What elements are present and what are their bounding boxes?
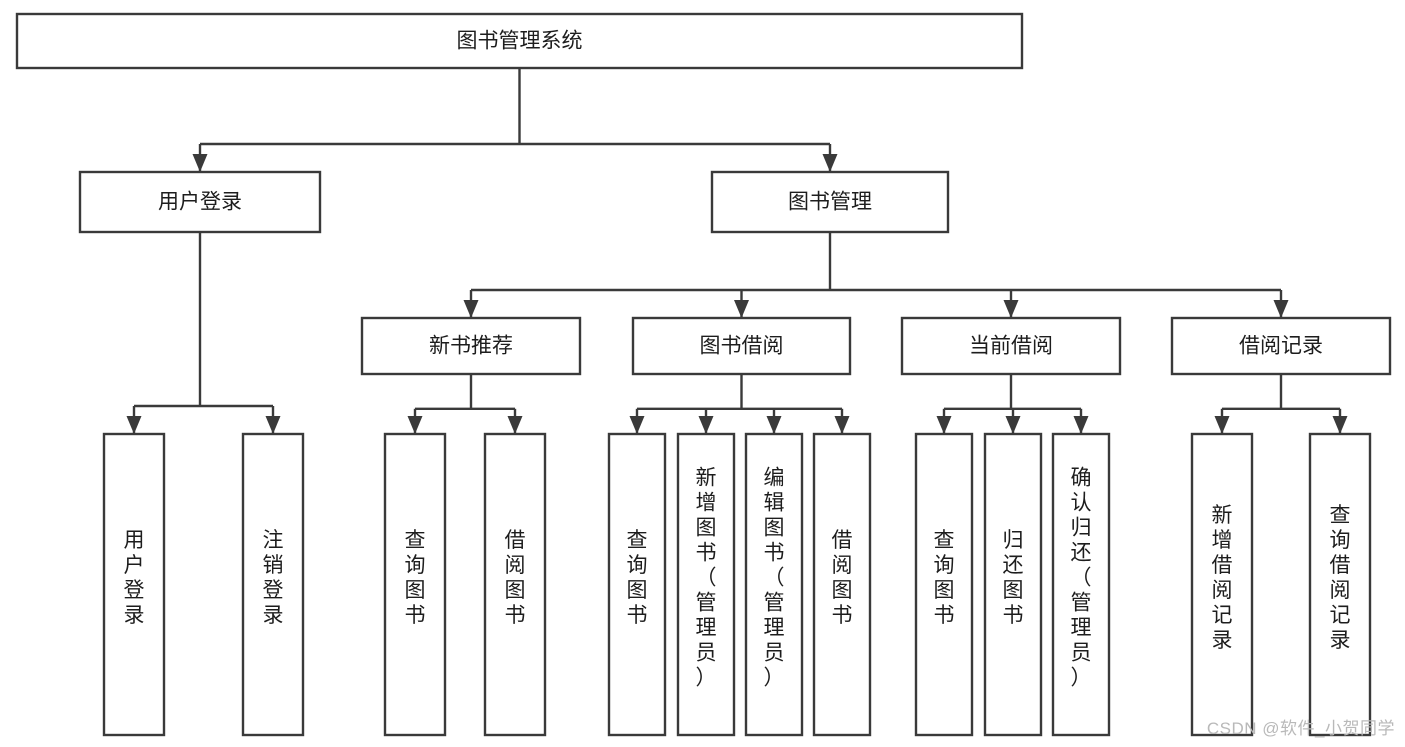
node-box-leaf-query-book-borrow (607, 432, 667, 737)
arrow-head (126, 416, 142, 434)
arrow-head (698, 416, 714, 434)
node-label-leaf-add-book-admin: 新增图书（管理员） (696, 467, 717, 690)
arrow-head (1003, 300, 1019, 318)
arrow-head (629, 416, 645, 434)
edge-group-current-borrow (936, 374, 1089, 434)
arrow-head (766, 416, 782, 434)
node-leaf-return-book[interactable]: 归还图书 (983, 432, 1043, 737)
edge-group-root (192, 68, 838, 172)
arrow-head (1005, 416, 1021, 434)
node-root[interactable]: 图书管理系统 (15, 12, 1024, 70)
node-box-leaf-user-login (102, 432, 166, 737)
node-label-book-borrow: 图书借阅 (700, 335, 784, 358)
node-box-leaf-borrow-book-rec (483, 432, 547, 737)
arrow-head (936, 416, 952, 434)
node-box-leaf-logout-login (241, 432, 305, 737)
edge-group-book-borrow (629, 374, 850, 434)
node-label-leaf-borrow-book-rec: 借阅图书 (505, 529, 526, 627)
node-label-leaf-query-book-borrow: 查询图书 (627, 529, 648, 627)
node-label-current-borrow: 当前借阅 (969, 335, 1053, 358)
node-borrow-record[interactable]: 借阅记录 (1170, 316, 1392, 376)
node-label-leaf-logout-login: 注销登录 (263, 529, 284, 627)
node-box-book-borrow (631, 316, 852, 376)
edge-group-book-management (463, 232, 1289, 318)
arrow-head (822, 154, 838, 172)
arrow-head (1214, 416, 1230, 434)
node-current-borrow[interactable]: 当前借阅 (900, 316, 1122, 376)
node-leaf-user-login[interactable]: 用户登录 (102, 432, 166, 737)
node-label-leaf-edit-book-admin: 编辑图书（管理员） (764, 467, 785, 690)
node-label-root: 图书管理系统 (457, 30, 583, 53)
node-leaf-borrow-book-rec[interactable]: 借阅图书 (483, 432, 547, 737)
node-label-borrow-record: 借阅记录 (1239, 335, 1323, 358)
node-book-borrow[interactable]: 图书借阅 (631, 316, 852, 376)
node-user-login[interactable]: 用户登录 (78, 170, 322, 234)
node-box-leaf-edit-book-admin (744, 432, 804, 737)
arrow-head (1332, 416, 1348, 434)
arrow-head (463, 300, 479, 318)
arrow-head (507, 416, 523, 434)
node-box-user-login (78, 170, 322, 234)
node-box-new-book-recommend (360, 316, 582, 376)
node-label-leaf-query-borrow-record: 查询借阅记录 (1330, 504, 1351, 652)
node-box-root (15, 12, 1024, 70)
node-box-leaf-query-borrow-record (1308, 432, 1372, 737)
node-label-new-book-recommend: 新书推荐 (429, 335, 513, 358)
node-label-leaf-confirm-return-admin: 确认归还（管理员） (1071, 467, 1092, 690)
arrow-head (407, 416, 423, 434)
node-new-book-recommend[interactable]: 新书推荐 (360, 316, 582, 376)
arrow-head (1073, 416, 1089, 434)
node-layer: 图书管理系统用户登录图书管理新书推荐图书借阅当前借阅借阅记录用户登录注销登录查询… (15, 12, 1392, 737)
edge-group-new-book-recommend (407, 374, 523, 434)
node-label-book-management: 图书管理 (788, 191, 872, 214)
node-leaf-query-borrow-record[interactable]: 查询借阅记录 (1308, 432, 1372, 737)
node-leaf-edit-book-admin[interactable]: 编辑图书（管理员） (744, 432, 804, 737)
node-box-leaf-add-borrow-record (1190, 432, 1254, 737)
node-label-leaf-add-borrow-record: 新增借阅记录 (1212, 504, 1233, 652)
node-label-user-login: 用户登录 (158, 191, 242, 214)
node-box-leaf-confirm-return-admin (1051, 432, 1111, 737)
edge-group-borrow-record (1214, 374, 1348, 434)
node-leaf-query-book-borrow[interactable]: 查询图书 (607, 432, 667, 737)
arrow-head (265, 416, 281, 434)
node-leaf-borrow-book-borrow[interactable]: 借阅图书 (812, 432, 872, 737)
node-leaf-add-book-admin[interactable]: 新增图书（管理员） (676, 432, 736, 737)
node-label-leaf-return-book: 归还图书 (1003, 529, 1024, 627)
node-label-leaf-query-book-rec: 查询图书 (405, 529, 426, 627)
node-box-leaf-borrow-book-borrow (812, 432, 872, 737)
edge-group-user-login (126, 232, 281, 434)
node-book-management[interactable]: 图书管理 (710, 170, 950, 234)
arrow-head (834, 416, 850, 434)
node-leaf-query-book-current[interactable]: 查询图书 (914, 432, 974, 737)
node-label-leaf-borrow-book-borrow: 借阅图书 (832, 529, 853, 627)
node-label-leaf-user-login: 用户登录 (124, 529, 145, 627)
node-label-leaf-query-book-current: 查询图书 (934, 529, 955, 627)
node-box-leaf-return-book (983, 432, 1043, 737)
node-box-leaf-add-book-admin (676, 432, 736, 737)
node-leaf-query-book-rec[interactable]: 查询图书 (383, 432, 447, 737)
arrow-head (1273, 300, 1289, 318)
node-box-leaf-query-book-current (914, 432, 974, 737)
node-leaf-confirm-return-admin[interactable]: 确认归还（管理员） (1051, 432, 1111, 737)
node-leaf-logout-login[interactable]: 注销登录 (241, 432, 305, 737)
node-box-book-management (710, 170, 950, 234)
node-box-current-borrow (900, 316, 1122, 376)
arrow-head (192, 154, 208, 172)
node-box-borrow-record (1170, 316, 1392, 376)
node-box-leaf-query-book-rec (383, 432, 447, 737)
arrow-head (734, 300, 749, 318)
node-leaf-add-borrow-record[interactable]: 新增借阅记录 (1190, 432, 1254, 737)
edge-layer (126, 68, 1348, 434)
